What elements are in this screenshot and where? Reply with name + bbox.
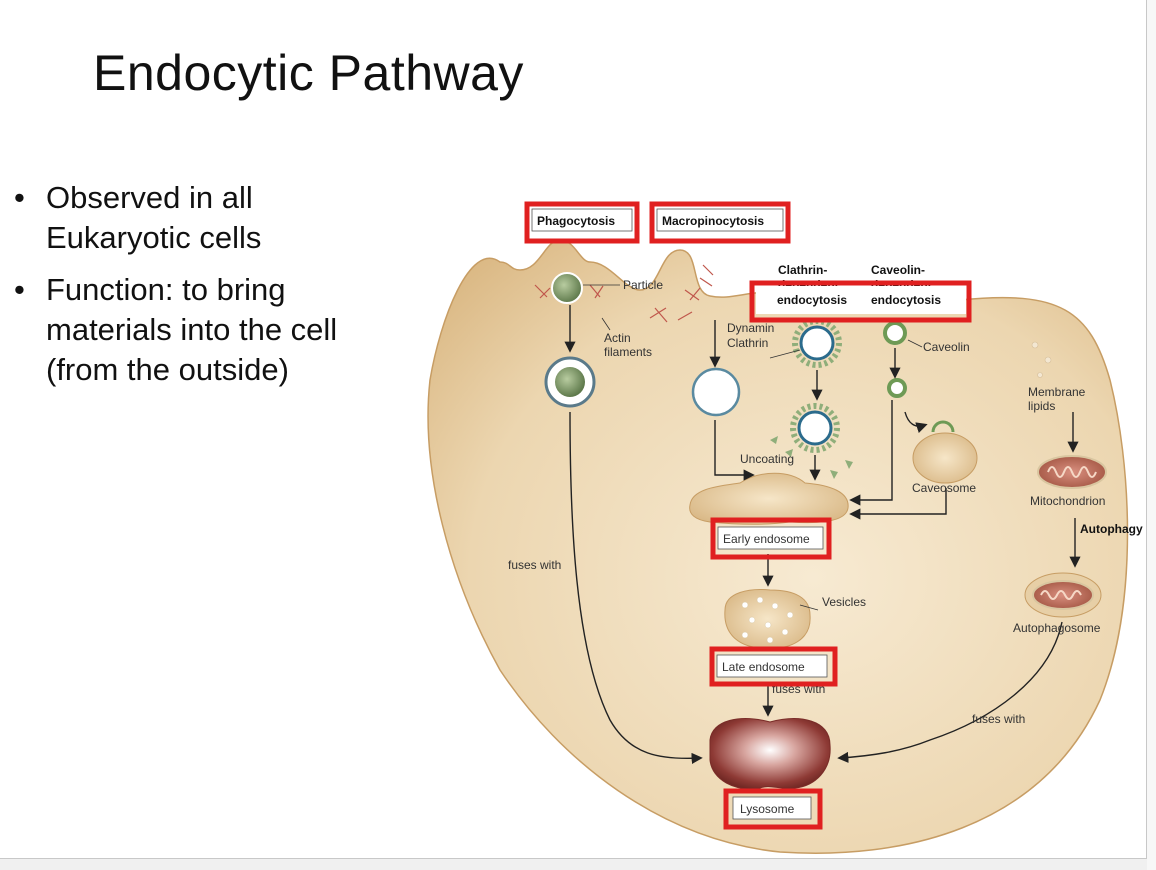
macropinosome-icon xyxy=(691,367,741,417)
early-endosome-label: Early endosome xyxy=(723,532,810,546)
lysosome-label: Lysosome xyxy=(740,802,795,816)
membrane-lipids-icon xyxy=(1031,341,1052,378)
uncoating-label: Uncoating xyxy=(740,452,794,466)
bullet-item: • Function: to bring materials into the c… xyxy=(14,270,394,390)
autophagosome-icon xyxy=(1024,572,1102,618)
caveolin-endocytosis-label: endocytosis xyxy=(871,293,941,307)
caveolin-label: Caveolin xyxy=(923,340,970,354)
dynamin-label: Dynamin xyxy=(727,321,774,335)
vesicles-label: Vesicles xyxy=(822,595,866,609)
clathrin-header-line1: Clathrin- xyxy=(778,263,827,277)
actin-label-2: filaments xyxy=(604,345,652,359)
actin-label: Actin xyxy=(604,331,631,345)
particle-label: Particle xyxy=(623,278,663,292)
particle-icon xyxy=(551,272,583,304)
uncoating-vesicle-icon xyxy=(770,403,853,479)
phagocytosis-label: Phagocytosis xyxy=(537,214,615,228)
early-endosome-callout: Early endosome xyxy=(710,517,832,560)
membrane-lipids-label: Membrane xyxy=(1028,385,1086,399)
leader-lines xyxy=(583,284,923,611)
caveosome-icon xyxy=(912,420,978,484)
caveola-icon xyxy=(883,321,907,345)
slide-title: Endocytic Pathway xyxy=(93,45,524,101)
autophagy-label: Autophagy xyxy=(1080,522,1143,536)
bullet-list: • Observed in all Eukaryotic cells • Funct… xyxy=(14,178,394,402)
bullet-text: Observed in all Eukaryotic cells xyxy=(46,180,262,255)
membrane-lipids-label-2: lipids xyxy=(1028,399,1055,413)
early-endosome-icon xyxy=(689,472,849,525)
clathrin-label: Clathrin xyxy=(727,336,768,350)
caveolar-vesicle-icon xyxy=(887,378,907,398)
phagosome-particle xyxy=(555,367,585,397)
bullet-item: • Observed in all Eukaryotic cells xyxy=(14,178,394,258)
pathway-arrows xyxy=(564,305,1081,765)
lysosome-icon xyxy=(709,718,831,790)
macropinocytosis-label: Macropinocytosis xyxy=(662,214,764,228)
endocytosis-callout: endocytosis endocytosis xyxy=(749,280,972,323)
late-endosome-callout: Late endosome xyxy=(709,646,838,687)
mitochondrion-label: Mitochondrion xyxy=(1030,494,1105,508)
fuses-with-right-label: fuses with xyxy=(972,712,1025,726)
macropinocytosis-callout: Macropinocytosis xyxy=(649,201,791,244)
mitochondrion-icon xyxy=(1037,455,1107,489)
phagocytosis-callout: Phagocytosis xyxy=(524,201,640,244)
bullet-text: Function: to bring materials into the ce… xyxy=(46,272,338,387)
bullet-icon: • xyxy=(14,180,25,215)
lysosome-callout: Lysosome xyxy=(723,788,823,830)
late-endosome-label: Late endosome xyxy=(722,660,805,674)
clathrin-endocytosis-label: endocytosis xyxy=(777,293,847,307)
late-endosome-icon xyxy=(724,589,811,649)
caveolin-header-line1: Caveolin- xyxy=(871,263,925,277)
actin-filaments xyxy=(534,264,714,323)
scrollbar[interactable] xyxy=(1147,0,1156,870)
endocytic-pathway-diagram: Particle Actin filaments Dynamin Clathri… xyxy=(427,201,1143,854)
autophagosome-label: Autophagosome xyxy=(1013,621,1101,635)
bullet-icon: • xyxy=(14,272,25,307)
slide: Endocytic Pathway • Observed in all Eukar… xyxy=(0,0,1147,859)
caveosome-label: Caveosome xyxy=(912,481,976,495)
fuses-with-left-label: fuses with xyxy=(508,558,561,572)
